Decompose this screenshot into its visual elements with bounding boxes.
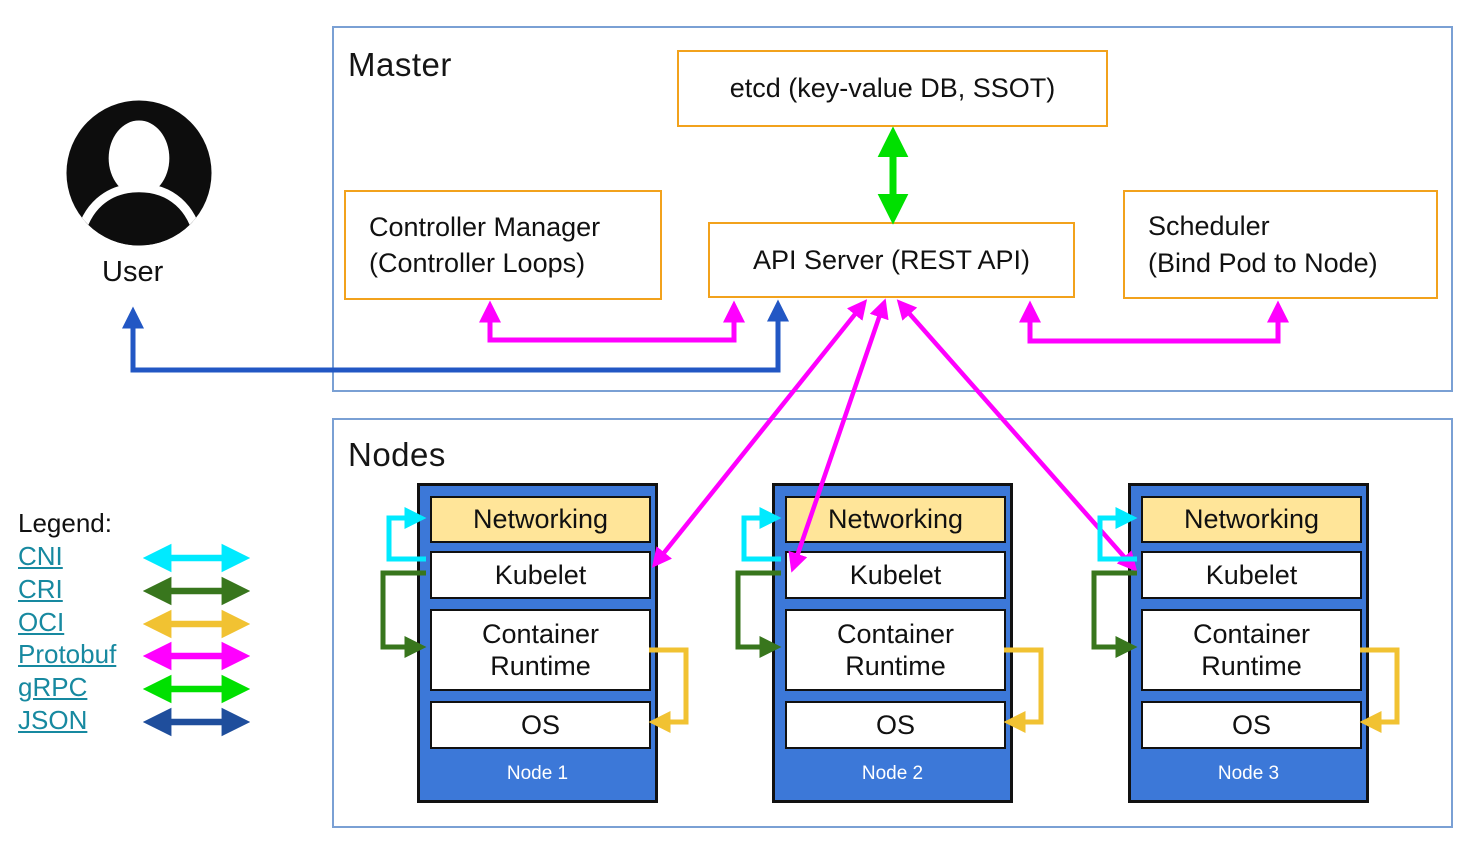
legend-title: Legend: [18,508,112,538]
node-1-networking-box: Networking [430,496,651,543]
legend-link-grpc[interactable]: gRPC [18,672,88,702]
node-3-os-box: OS [1141,701,1362,749]
node-3-kubelet-box: Kubelet [1141,551,1362,599]
node-2-kubelet-box: Kubelet [785,551,1006,599]
node-1-kubelet-box: Kubelet [430,551,651,599]
node-1: Networking Kubelet Container Runtime OS … [417,483,658,803]
nodes-section-title: Nodes [348,436,446,473]
node-1-os-box: OS [430,701,651,749]
controller-manager-line2: (Controller Loops) [369,248,586,278]
node-3: Networking Kubelet Container Runtime OS … [1128,483,1369,803]
controller-manager-line1: Controller Manager [369,211,601,242]
node-2-os-box: OS [785,701,1006,749]
master-section-title: Master [348,46,452,83]
node-3-networking-box: Networking [1141,496,1362,543]
node-3-label: Node 3 [1217,763,1280,784]
legend-link-cri[interactable]: CRI [18,574,63,604]
legend-link-cni[interactable]: CNI [18,541,63,571]
legend-link-oci[interactable]: OCI [18,607,65,637]
legend-link-json[interactable]: JSON [18,705,88,735]
node-2-label: Node 2 [861,763,924,784]
etcd-box: etcd (key-value DB, SSOT) [677,50,1108,127]
legend-link-protobuf[interactable]: Protobuf [18,639,117,669]
user-label: User [102,256,164,288]
node-1-label: Node 1 [506,763,569,784]
api-server-box: API Server (REST API) [708,222,1075,298]
node-2: Networking Kubelet Container Runtime OS … [772,483,1013,803]
node-1-container-runtime-box: Container Runtime [430,609,651,691]
scheduler-line2: (Bind Pod to Node) [1148,247,1378,278]
node-3-container-runtime-box: Container Runtime [1141,609,1362,691]
node-2-container-runtime-box: Container Runtime [785,609,1006,691]
scheduler-line1: Scheduler [1148,211,1270,242]
node-2-networking-box: Networking [785,496,1006,543]
controller-manager-box: Controller Manager (Controller Loops) [344,190,662,300]
scheduler-box: Scheduler (Bind Pod to Node) [1123,190,1438,299]
user-person-icon [66,100,212,246]
